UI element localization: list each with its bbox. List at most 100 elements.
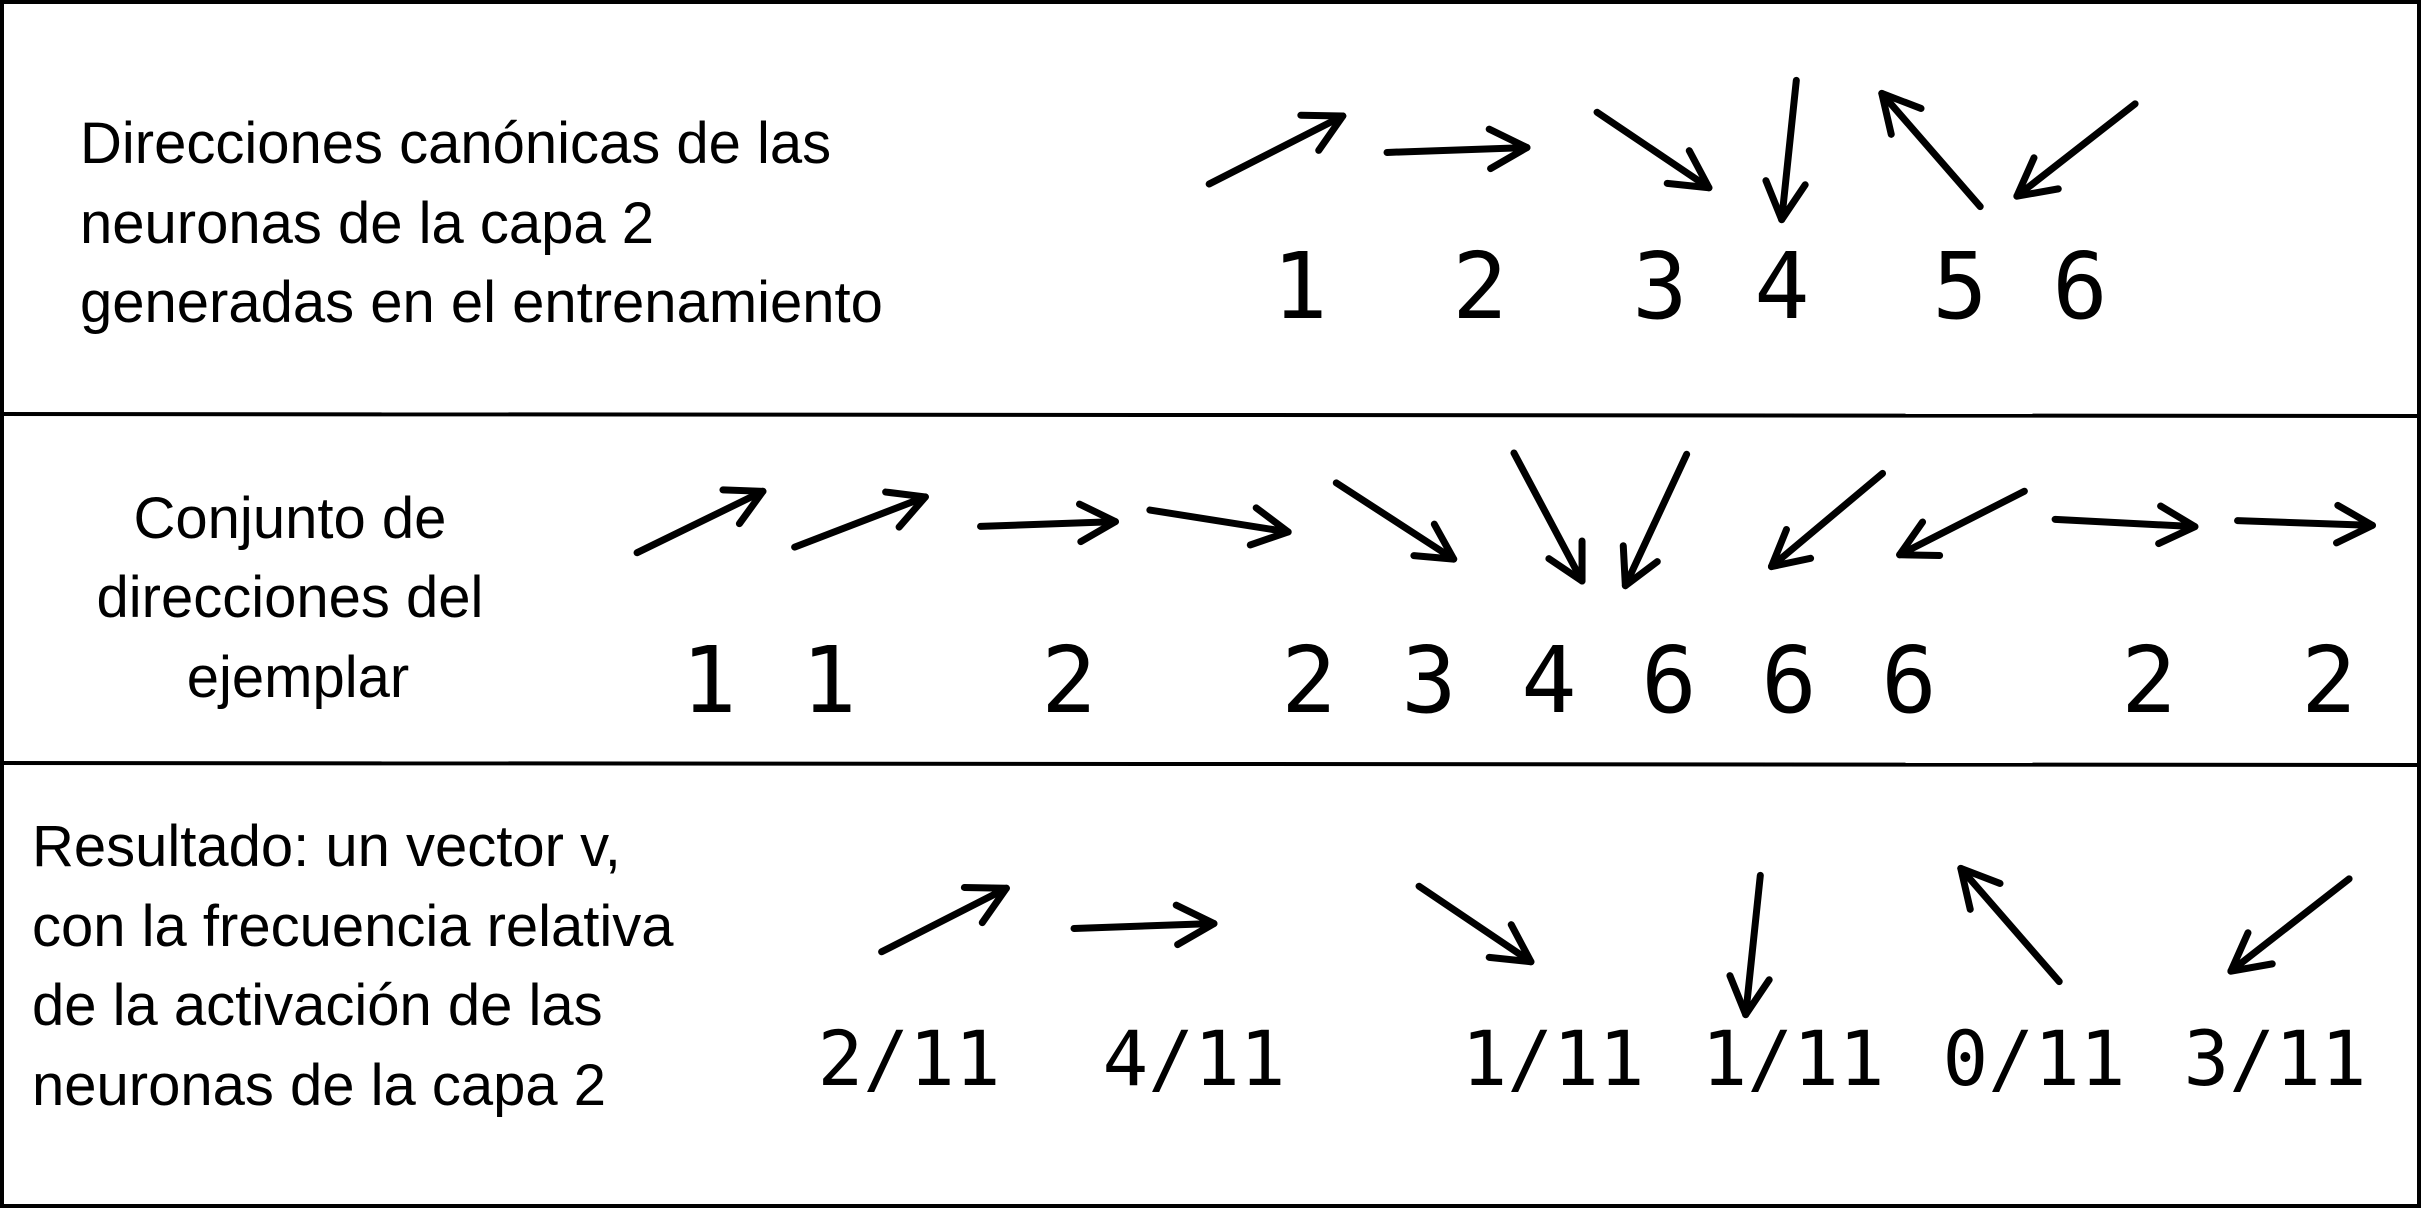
direction-arrow-icon xyxy=(1332,479,1458,563)
canonical-arrows xyxy=(1205,76,2139,224)
arrow-head xyxy=(1619,542,1661,590)
arrow-head xyxy=(882,488,929,531)
neuron-number: 2 xyxy=(1452,233,1507,340)
neuron-number: 6 xyxy=(1881,627,1936,734)
arrow-shaft xyxy=(1742,871,1764,1019)
neuron-number: 2 xyxy=(1281,627,1336,734)
direction-arrow-icon xyxy=(2227,875,2353,975)
neuron-number: 6 xyxy=(2052,233,2107,340)
example-numbers: 1 1 2 2 3 4 6 6 6 2 2 xyxy=(681,627,2356,734)
neuron-number: 1 xyxy=(801,627,856,734)
arrow-head xyxy=(1076,500,1119,546)
label-line: ejemplar xyxy=(187,645,409,710)
direction-arrow-icon xyxy=(633,486,767,557)
arrow-shaft xyxy=(1332,479,1458,563)
arrow-head xyxy=(1878,89,1925,138)
direction-arrow-icon xyxy=(791,488,929,551)
label-line: Conjunto de xyxy=(134,486,447,551)
panel-divider-top xyxy=(0,412,2421,418)
direction-arrow-icon xyxy=(1896,487,2028,559)
arrow-shaft xyxy=(1205,112,1347,188)
arrow-shaft xyxy=(791,493,929,551)
arrow-shaft xyxy=(1383,144,1531,156)
label-line: con la frecuencia relativa xyxy=(32,894,674,959)
arrow-shaft xyxy=(2051,515,2199,531)
arrow-shaft xyxy=(1767,469,1887,571)
arrow-shaft xyxy=(1957,864,2063,986)
neuron-number: 3 xyxy=(1632,233,1687,340)
direction-arrow-icon xyxy=(1383,125,1531,173)
arrow-head xyxy=(1410,520,1458,563)
direction-arrow-icon xyxy=(2013,100,2139,200)
arrow-shaft xyxy=(2013,100,2139,200)
direction-arrow-icon xyxy=(1205,111,1347,188)
arrow-shaft xyxy=(878,884,1010,956)
neuron-number: 3 xyxy=(1401,627,1456,734)
arrow-head xyxy=(1246,504,1292,549)
direction-arrow-icon xyxy=(1767,469,1887,571)
direction-arrow-icon xyxy=(1957,864,2063,986)
arrow-shaft xyxy=(1593,108,1713,192)
arrow-head xyxy=(1172,901,1218,949)
arrow-shaft xyxy=(1415,882,1535,966)
direction-arrow-icon xyxy=(878,883,1010,956)
neuron-number: 2 xyxy=(1041,627,1096,734)
relative-frequency: 4/11 xyxy=(1102,1014,1285,1103)
canonical-numbers: 1 2 3 4 5 6 xyxy=(1272,233,2107,340)
neuron-number: 1 xyxy=(1272,233,1327,340)
panel-result-label: Resultado: un vector v, con la frecuenci… xyxy=(32,814,690,1118)
arrow-head xyxy=(1762,177,1809,224)
arrow-shaft xyxy=(2234,517,2376,529)
arrow-shaft xyxy=(1070,920,1218,932)
neuron-number: 5 xyxy=(1932,233,1987,340)
relative-frequency: 0/11 xyxy=(1942,1014,2125,1103)
neuron-number: 6 xyxy=(1641,627,1696,734)
relative-frequency: 3/11 xyxy=(2183,1014,2366,1103)
direction-arrow-icon xyxy=(1593,108,1713,192)
label-line: direcciones del xyxy=(96,565,483,630)
direction-arrow-icon xyxy=(1878,89,1984,211)
neuron-number: 4 xyxy=(1521,627,1576,734)
direction-arrow-icon xyxy=(1762,76,1809,224)
direction-arrow-icon xyxy=(1619,450,1691,590)
label-line: de la activación de las xyxy=(32,973,603,1038)
neuron-number: 6 xyxy=(1761,627,1816,734)
neuron-number: 2 xyxy=(2301,627,2356,734)
arrow-head xyxy=(1485,125,1531,173)
label-line: Resultado: un vector v, xyxy=(32,814,621,879)
arrow-shaft xyxy=(1896,487,2028,559)
relative-frequency: 2/11 xyxy=(817,1014,1000,1103)
arrow-head xyxy=(2013,154,2062,200)
arrow-shaft xyxy=(1621,450,1691,590)
result-arrows xyxy=(878,864,2353,1019)
panel-example-directions: Conjunto de direcciones del ejemplar 1 1… xyxy=(96,449,2376,734)
direction-arrow-icon xyxy=(2234,501,2376,547)
arrow-shaft xyxy=(1146,506,1292,536)
direction-arrow-icon xyxy=(1510,449,1586,585)
panel-canonical-directions: Direcciones canónicas de las neuronas de… xyxy=(80,76,2139,340)
arrow-head xyxy=(1485,921,1535,966)
arrow-head xyxy=(960,883,1010,927)
arrow-shaft xyxy=(1510,449,1586,585)
direction-arrow-icon xyxy=(977,500,1119,546)
direction-arrow-icon xyxy=(1070,901,1218,949)
arrow-head xyxy=(1297,111,1347,154)
relative-frequency: 1/11 xyxy=(1461,1014,1644,1103)
direction-arrow-icon xyxy=(1415,882,1535,966)
relative-frequency: 1/11 xyxy=(1701,1014,1884,1103)
arrow-shaft xyxy=(1878,89,1984,211)
panel-example-label: Conjunto de direcciones del ejemplar xyxy=(96,486,499,710)
arrow-head xyxy=(2155,502,2199,548)
arrow-head xyxy=(1896,518,1944,559)
arrow-shaft xyxy=(977,518,1119,530)
panel-divider-bottom xyxy=(0,761,2421,767)
neuron-number: 2 xyxy=(2121,627,2176,734)
arrow-shaft xyxy=(633,487,767,557)
arrow-head xyxy=(2333,501,2376,547)
arrow-head xyxy=(1767,526,1815,571)
direction-arrow-icon xyxy=(2051,502,2199,548)
label-line: Direcciones canónicas de las xyxy=(80,111,831,176)
label-line: neuronas de la capa 2 xyxy=(80,191,654,256)
